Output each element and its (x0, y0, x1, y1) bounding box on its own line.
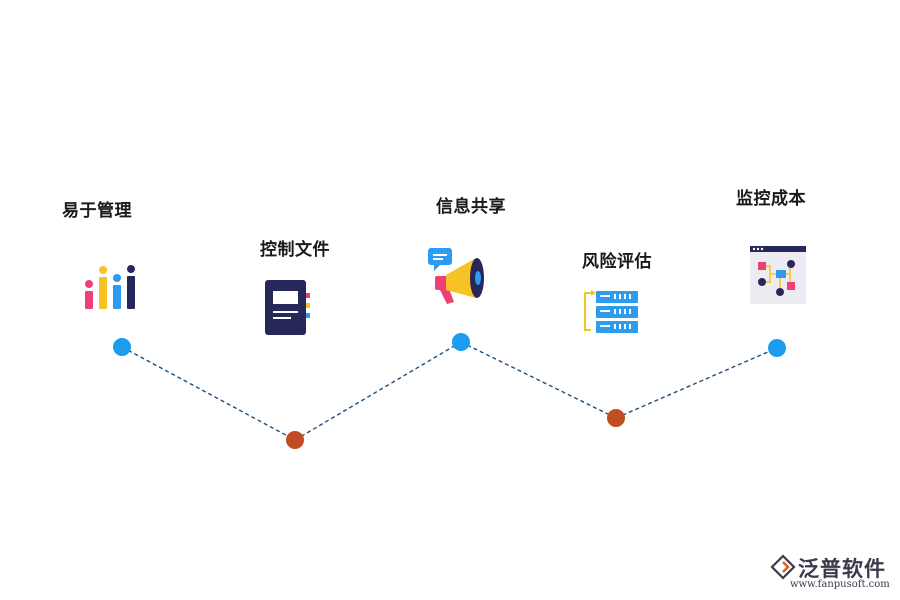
step-label-1: 易于管理 (62, 201, 132, 221)
node-5 (768, 339, 786, 357)
brand-name: 泛普软件 (798, 557, 886, 581)
connector-3 (460, 341, 617, 419)
brand-logo-icon (770, 554, 796, 580)
megaphone-icon (428, 248, 484, 304)
step-label-3: 信息共享 (436, 197, 506, 217)
brand-url: www.fanpusoft.com (790, 579, 890, 590)
brand-watermark: 泛普软件 www.fanpusoft.com (770, 553, 895, 598)
node-3 (452, 333, 470, 351)
step-label-2: 控制文件 (260, 240, 330, 260)
node-4 (607, 409, 625, 427)
node-2 (286, 431, 304, 449)
connector-4 (615, 347, 778, 419)
step-label-4: 风险评估 (582, 252, 652, 272)
connector-2 (294, 341, 462, 441)
flowchart-window-icon (750, 246, 806, 304)
connector-1 (121, 346, 296, 441)
bar-chart-icon (85, 265, 135, 309)
step-label-5: 监控成本 (736, 189, 806, 209)
server-stack-icon (584, 290, 638, 333)
document-folder-icon (265, 280, 310, 335)
node-1 (113, 338, 131, 356)
